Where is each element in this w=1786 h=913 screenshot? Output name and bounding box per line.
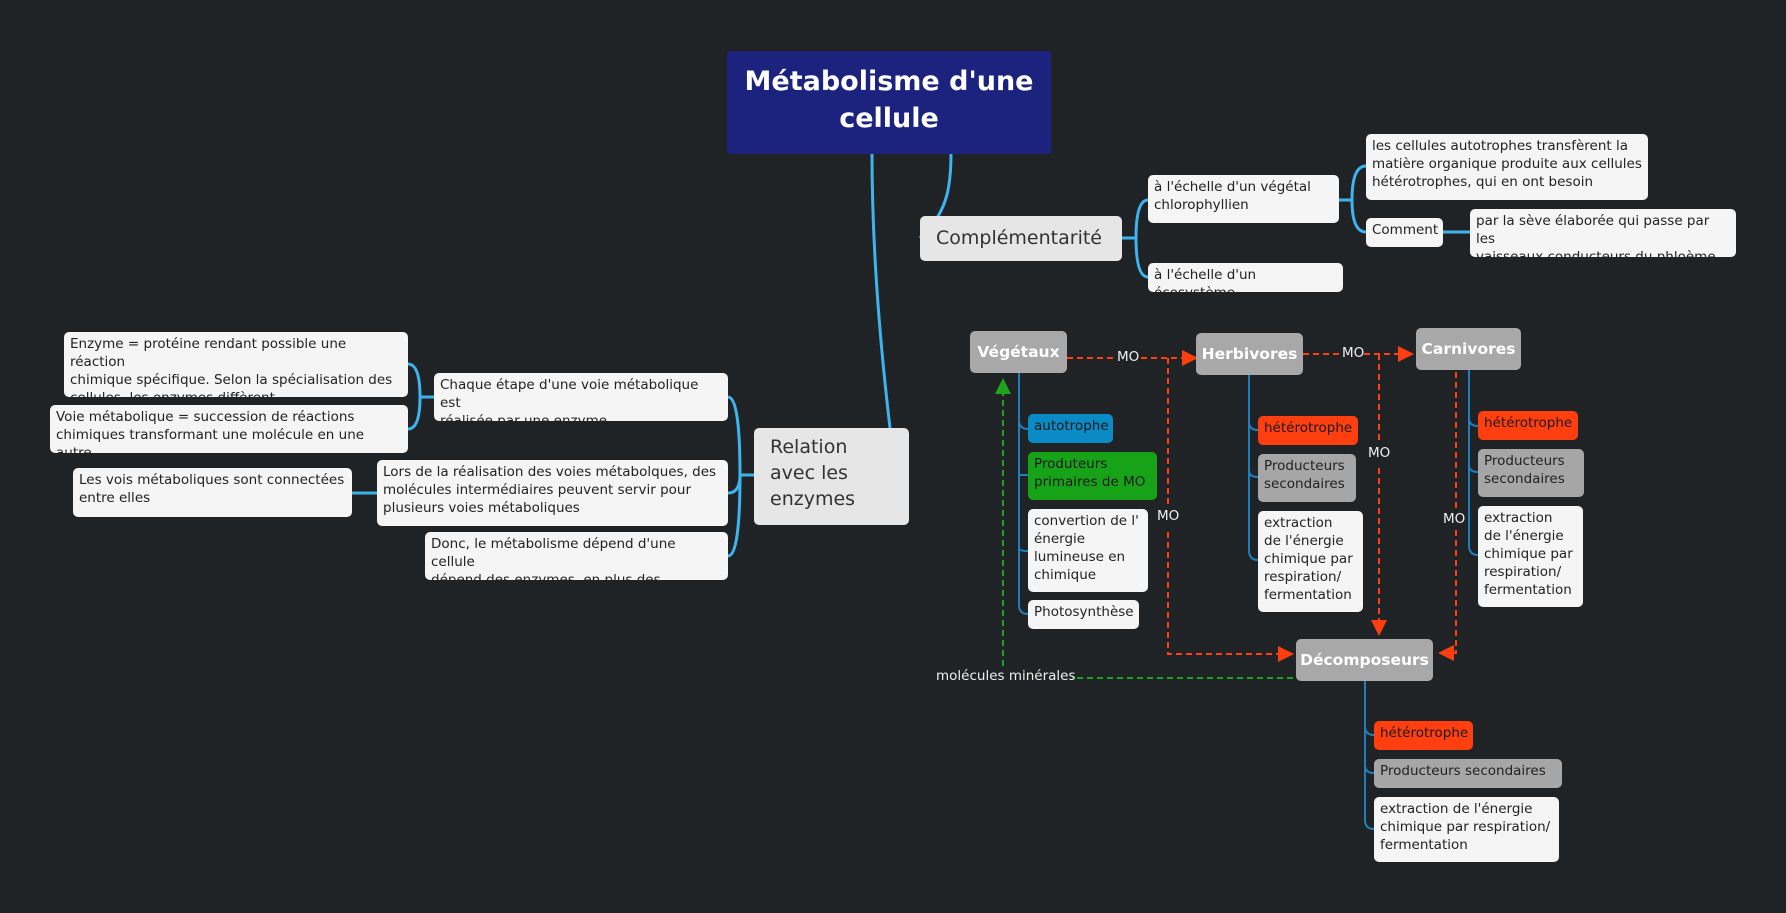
transfert-node[interactable]: les cellules autotrophes transfèrent la … (1366, 134, 1648, 200)
mineral-label: molécules minérales (936, 668, 1076, 684)
comment-node[interactable]: Comment (1366, 218, 1443, 247)
vegetaux-producteurs-node[interactable]: Produteurs primaires de MO (1028, 452, 1157, 500)
vegetaux-photosynthese-node[interactable]: Photosynthèse (1028, 600, 1139, 629)
decomposeurs-heterotrophe-tag[interactable]: hétérotrophe (1374, 721, 1473, 750)
etape-enzyme-node[interactable]: Chaque étape d'une voie métabolique est … (434, 373, 728, 421)
decomposeurs-producteurs-node[interactable]: Producteurs secondaires (1374, 759, 1562, 788)
mo-label-veg-herb: MO (1117, 349, 1140, 365)
mo-label-carn-dec: MO (1443, 511, 1466, 527)
vegetaux-autotrophe-tag[interactable]: autotrophe (1028, 414, 1113, 443)
mo-label-herb-carn: MO (1342, 345, 1365, 361)
vegetaux-energie-node[interactable]: convertion de l' énergie lumineuse en ch… (1028, 509, 1148, 592)
carnivores-heterotrophe-tag[interactable]: hétérotrophe (1478, 411, 1578, 440)
vegetaux-node[interactable]: Végétaux (970, 331, 1067, 373)
herbivores-heterotrophe-tag[interactable]: hétérotrophe (1258, 416, 1358, 445)
voie-definition-node[interactable]: Voie métabolique = succession de réactio… (50, 405, 408, 453)
herbivores-energie-node[interactable]: extraction de l'énergie chimique par res… (1258, 511, 1363, 612)
mo-label-herb-dec: MO (1368, 445, 1391, 461)
intermediaires-node[interactable]: Lors de la réalisation des voies métabol… (377, 460, 728, 526)
carnivores-producteurs-node[interactable]: Producteurs secondaires (1478, 449, 1584, 497)
herbivores-node[interactable]: Herbivores (1196, 333, 1303, 375)
mo-label-veg-dec: MO (1157, 508, 1180, 524)
enzyme-definition-node[interactable]: Enzyme = protéine rendant possible une r… (64, 332, 408, 397)
carnivores-node[interactable]: Carnivores (1416, 328, 1521, 370)
decomposeurs-node[interactable]: Décomposeurs (1296, 639, 1433, 681)
echelle-vegetal-node[interactable]: à l'échelle d'un végétal chlorophyllien (1148, 175, 1339, 223)
seve-node[interactable]: par la sève élaborée qui passe par les v… (1470, 209, 1736, 257)
carnivores-energie-node[interactable]: extraction de l'énergie chimique par res… (1478, 506, 1583, 607)
connectees-node[interactable]: Les vois métaboliques sont connectées en… (73, 468, 352, 517)
root-title[interactable]: Métabolisme d'une cellule (727, 51, 1051, 154)
complementarite-node[interactable]: Complémentarité (920, 216, 1122, 261)
relation-enzymes-node[interactable]: Relation avec les enzymes (754, 428, 909, 525)
echelle-ecosysteme-node[interactable]: à l'échelle d'un écosystème (1148, 263, 1343, 292)
decomposeurs-energie-node[interactable]: extraction de l'énergie chimique par res… (1374, 797, 1559, 862)
herbivores-producteurs-node[interactable]: Producteurs secondaires (1258, 454, 1356, 502)
donc-node[interactable]: Donc, le métabolisme dépend d'une cellul… (425, 532, 728, 580)
